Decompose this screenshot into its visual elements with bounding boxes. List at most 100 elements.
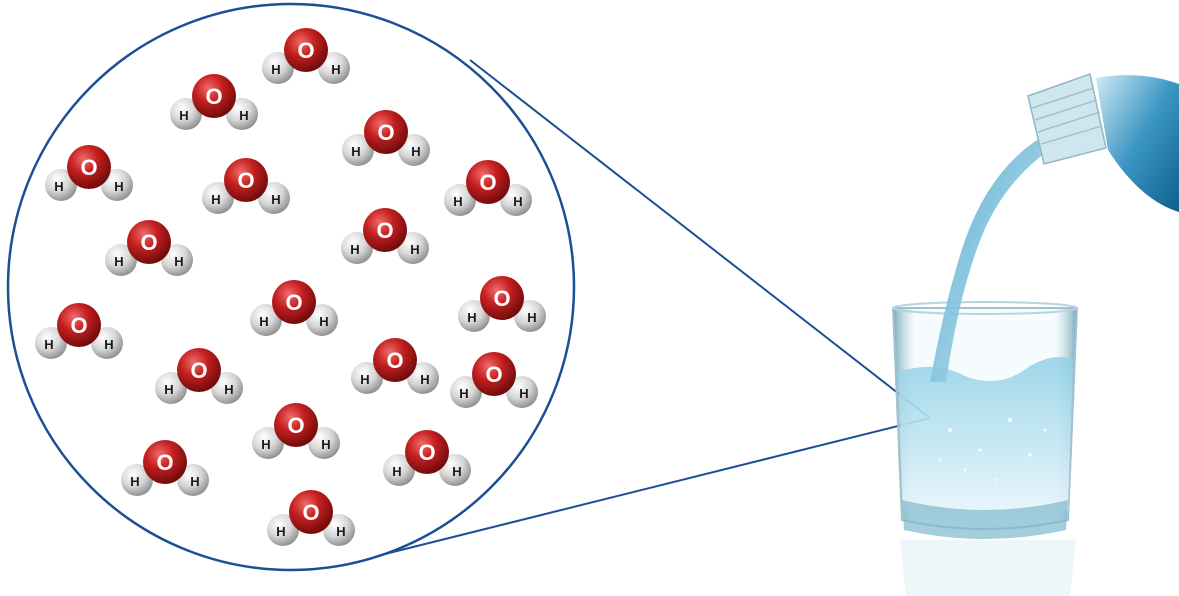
hydrogen-atom [258, 182, 290, 214]
oxygen-atom [284, 28, 328, 72]
oxygen-atom [405, 430, 449, 474]
hydrogen-atom [439, 454, 471, 486]
water-stream [930, 138, 1052, 382]
hydrogen-label: H [259, 314, 268, 329]
hydrogen-label: H [410, 242, 419, 257]
hydrogen-label: H [513, 194, 522, 209]
oxygen-atom [224, 158, 268, 202]
oxygen-atom [177, 348, 221, 392]
hydrogen-label: H [104, 337, 113, 352]
oxygen-atom [192, 74, 236, 118]
hydrogen-label: H [190, 474, 199, 489]
hydrogen-atom [323, 514, 355, 546]
oxygen-label: O [297, 38, 314, 63]
hydrogen-atom [155, 372, 187, 404]
hydrogen-label: H [360, 372, 369, 387]
hydrogen-label: H [179, 108, 188, 123]
hydrogen-label: H [351, 144, 360, 159]
hydrogen-label: H [114, 179, 123, 194]
hydrogen-atom [211, 372, 243, 404]
oxygen-atom [67, 145, 111, 189]
hydrogen-label: H [271, 192, 280, 207]
hydrogen-label: H [114, 254, 123, 269]
hydrogen-atom [514, 300, 546, 332]
glass-reflection [900, 540, 1076, 596]
hydrogen-atom [250, 304, 282, 336]
hydrogen-atom [177, 464, 209, 496]
bottle-threads [1031, 87, 1103, 145]
oxygen-label: O [479, 170, 496, 195]
hydrogen-label: H [276, 524, 285, 539]
hydrogen-atom [252, 427, 284, 459]
oxygen-label: O [237, 168, 254, 193]
hydrogen-label: H [261, 437, 270, 452]
oxygen-atom [373, 338, 417, 382]
glass-rim [892, 301, 1078, 315]
oxygen-atom [143, 440, 187, 484]
hydrogen-label: H [392, 464, 401, 479]
hydrogen-label: H [271, 62, 280, 77]
oxygen-label: O [285, 290, 302, 315]
hydrogen-atom [306, 304, 338, 336]
hydrogen-atom [444, 184, 476, 216]
bottle-body [1096, 75, 1179, 212]
hydrogen-atom [407, 362, 439, 394]
oxygen-label: O [485, 362, 502, 387]
hydrogen-atom [170, 98, 202, 130]
hydrogen-label: H [467, 310, 476, 325]
hydrogen-label: H [164, 382, 173, 397]
hydrogen-label: H [452, 464, 461, 479]
oxygen-label: O [302, 500, 319, 525]
water-bubbles [938, 417, 1047, 482]
hydrogen-atom [105, 244, 137, 276]
hydrogen-atom [351, 362, 383, 394]
hydrogen-atom [341, 232, 373, 264]
oxygen-label: O [190, 358, 207, 383]
hydrogen-label: H [411, 144, 420, 159]
hydrogen-label: H [453, 194, 462, 209]
hydrogen-atom [267, 514, 299, 546]
hydrogen-atom [101, 169, 133, 201]
oxygen-atom [272, 280, 316, 324]
hydrogen-atom [262, 52, 294, 84]
glass-base [902, 500, 1068, 539]
glass-water [898, 357, 1073, 518]
hydrogen-label: H [54, 179, 63, 194]
hydrogen-label: H [527, 310, 536, 325]
hydrogen-atom [397, 232, 429, 264]
oxygen-label: O [418, 440, 435, 465]
oxygen-atom [466, 160, 510, 204]
hydrogen-label: H [350, 242, 359, 257]
oxygen-atom [127, 220, 171, 264]
hydrogen-atom [308, 427, 340, 459]
hydrogen-atom [91, 327, 123, 359]
hydrogen-label: H [331, 62, 340, 77]
hydrogen-label: H [459, 386, 468, 401]
hydrogen-label: H [44, 337, 53, 352]
oxygen-atom [363, 208, 407, 252]
hydrogen-label: H [239, 108, 248, 123]
oxygen-atom [274, 403, 318, 447]
hydrogen-atom [202, 182, 234, 214]
oxygen-atom [364, 110, 408, 154]
oxygen-label: O [287, 413, 304, 438]
hydrogen-atom [318, 52, 350, 84]
oxygen-label: O [140, 230, 157, 255]
hydrogen-label: H [519, 386, 528, 401]
hydrogen-label: H [319, 314, 328, 329]
hydrogen-atom [342, 134, 374, 166]
glass-of-water-icon [891, 138, 1079, 596]
hydrogen-atom [161, 244, 193, 276]
oxygen-atom [472, 352, 516, 396]
